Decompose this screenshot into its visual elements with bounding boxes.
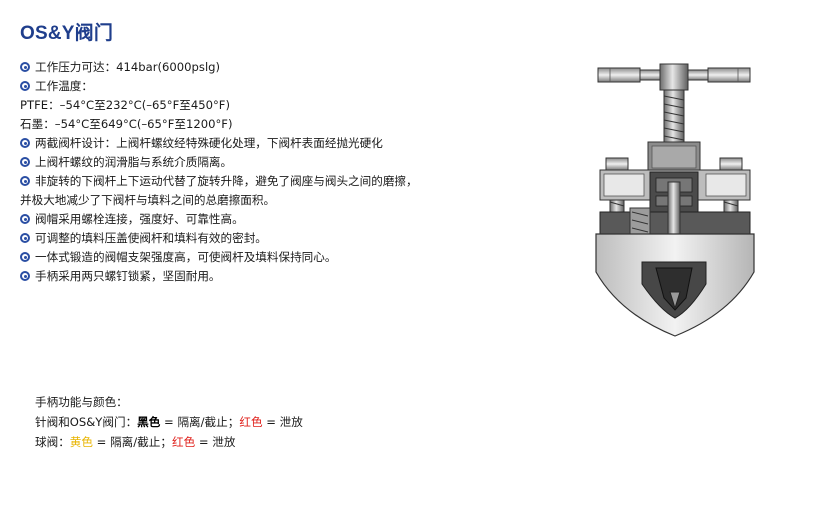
feature-subitem: 石墨：–54°C至649°C(–65°F至1200°F) bbox=[20, 117, 233, 131]
valve-body bbox=[595, 233, 755, 337]
feature-item: 手柄采用两只螺钉锁紧，坚固耐用。 bbox=[20, 267, 540, 286]
bullet-icon bbox=[20, 81, 30, 91]
feature-item: 一体式锻造的阀帽支架强度高，可使阀杆及填料保持同心。 bbox=[20, 248, 540, 267]
bullet-icon bbox=[20, 157, 30, 167]
handle-heading: 手柄功能与颜色： bbox=[35, 395, 128, 409]
bullet-icon bbox=[20, 138, 30, 148]
bullet-icon bbox=[20, 252, 30, 262]
feature-subitem: 并极大地减少了下阀杆与填料之间的总磨擦面积。 bbox=[20, 193, 276, 207]
osy-valve-cross-section-icon bbox=[595, 63, 755, 337]
ball-valve-colors: 球阀：黄色 = 隔离/截止；红色 = 泄放 bbox=[35, 435, 236, 449]
feature-item: 工作温度： bbox=[20, 77, 540, 96]
bullet-icon bbox=[20, 233, 30, 243]
bullet-icon bbox=[20, 214, 30, 224]
black-color-label: 黑色 bbox=[137, 415, 161, 429]
feature-item: 非旋转的下阀杆上下运动代替了旋转升降，避免了阀座与阀头之间的磨擦， bbox=[20, 172, 540, 191]
feature-item: 两截阀杆设计：上阀杆螺纹经特殊硬化处理，下阀杆表面经抛光硬化 bbox=[20, 134, 540, 153]
page-title: OS&Y阀门 bbox=[20, 23, 114, 44]
handle-color-section: 手柄功能与颜色： 针阀和OS&Y阀门：黑色 = 隔离/截止；红色 = 泄放 球阀… bbox=[35, 392, 303, 452]
feature-item: 上阀杆螺纹的润滑脂与系统介质隔离。 bbox=[20, 153, 540, 172]
feature-item: 阀帽采用螺栓连接，强度好、可靠性高。 bbox=[20, 210, 540, 229]
feature-list: 工作压力可达：414bar(6000pslg) 工作温度： PTFE：–54°C… bbox=[20, 58, 540, 286]
bullet-icon bbox=[20, 271, 30, 281]
feature-item: 工作压力可达：414bar(6000pslg) bbox=[20, 58, 540, 77]
yellow-color-label: 黄色 bbox=[69, 435, 93, 449]
needle-valve-colors: 针阀和OS&Y阀门：黑色 = 隔离/截止；红色 = 泄放 bbox=[35, 415, 303, 429]
red-color-label: 红色 bbox=[239, 415, 263, 429]
feature-subitem: PTFE：–54°C至232°C(–65°F至450°F) bbox=[20, 98, 230, 112]
bullet-icon bbox=[20, 62, 30, 72]
bullet-icon bbox=[20, 176, 30, 186]
red-color-label: 红色 bbox=[171, 435, 196, 449]
handle-bar bbox=[597, 63, 751, 91]
feature-item: 可调整的填料压盖使阀杆和填料有效的密封。 bbox=[20, 229, 540, 248]
